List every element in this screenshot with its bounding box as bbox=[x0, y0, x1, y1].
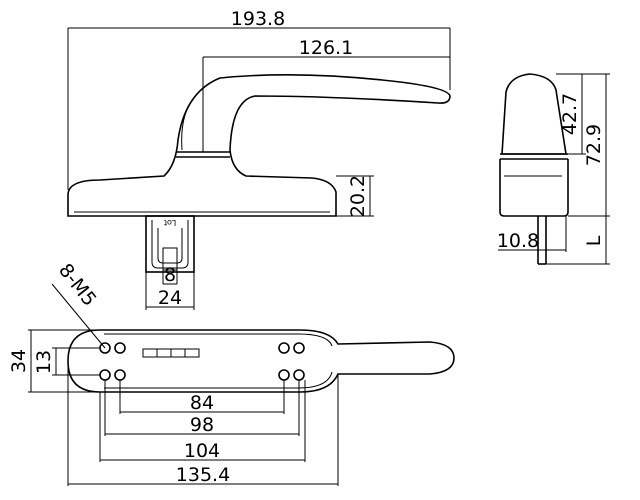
screw-hole bbox=[278, 369, 290, 381]
screw-hole bbox=[293, 369, 305, 381]
dim-upper-height: 42.7 bbox=[559, 93, 581, 135]
spindle-slot-outer bbox=[151, 220, 189, 269]
spindle-body bbox=[145, 215, 195, 273]
handle-front-outline bbox=[67, 74, 451, 217]
handle-side-lower bbox=[499, 159, 569, 217]
spindle-mark-text: Lot bbox=[164, 218, 176, 227]
dim-spindle-offset: 10.8 bbox=[497, 230, 539, 252]
front-view: Lot 193.8 126.1 20.2 8 24 bbox=[67, 8, 451, 310]
screw-callout: 8-M5 bbox=[54, 260, 101, 311]
dim-spindle-width: 24 bbox=[158, 287, 182, 309]
side-view: 42.7 72.9 10.8 L bbox=[497, 73, 610, 265]
callout-leader bbox=[51, 283, 106, 349]
dim-overall-width: 193.8 bbox=[231, 8, 285, 30]
dim-plate-height: 34 bbox=[8, 349, 30, 373]
dim-hole-mid: 98 bbox=[190, 414, 214, 436]
screw-hole bbox=[278, 342, 290, 354]
neck-contour bbox=[181, 103, 191, 151]
spindle-square bbox=[162, 247, 178, 271]
plate-inner-edge bbox=[104, 333, 333, 389]
base-plate-outline bbox=[67, 329, 455, 393]
bottom-view: 8-M5 34 13 84 98 104 135.4 bbox=[8, 260, 455, 486]
handle-side-upper bbox=[501, 73, 567, 155]
dim-spindle-square: 8 bbox=[164, 264, 176, 286]
dim-lever-length: 126.1 bbox=[299, 37, 353, 59]
dim-base-height: 20.2 bbox=[347, 175, 369, 217]
dim-spindle-length: L bbox=[583, 235, 605, 246]
screw-hole bbox=[293, 342, 305, 354]
screw-hole bbox=[114, 342, 126, 354]
dim-hole-inner: 84 bbox=[190, 392, 214, 414]
dim-total-height: 72.9 bbox=[583, 124, 605, 166]
dim-hole-vertical: 13 bbox=[33, 350, 55, 374]
dim-plate-length: 135.4 bbox=[176, 464, 230, 486]
spindle-front: Lot bbox=[145, 215, 195, 273]
spindle-slot-inner bbox=[157, 228, 183, 264]
dim-hole-outer: 104 bbox=[184, 440, 220, 462]
screw-hole bbox=[99, 369, 111, 381]
screw-hole bbox=[114, 369, 126, 381]
